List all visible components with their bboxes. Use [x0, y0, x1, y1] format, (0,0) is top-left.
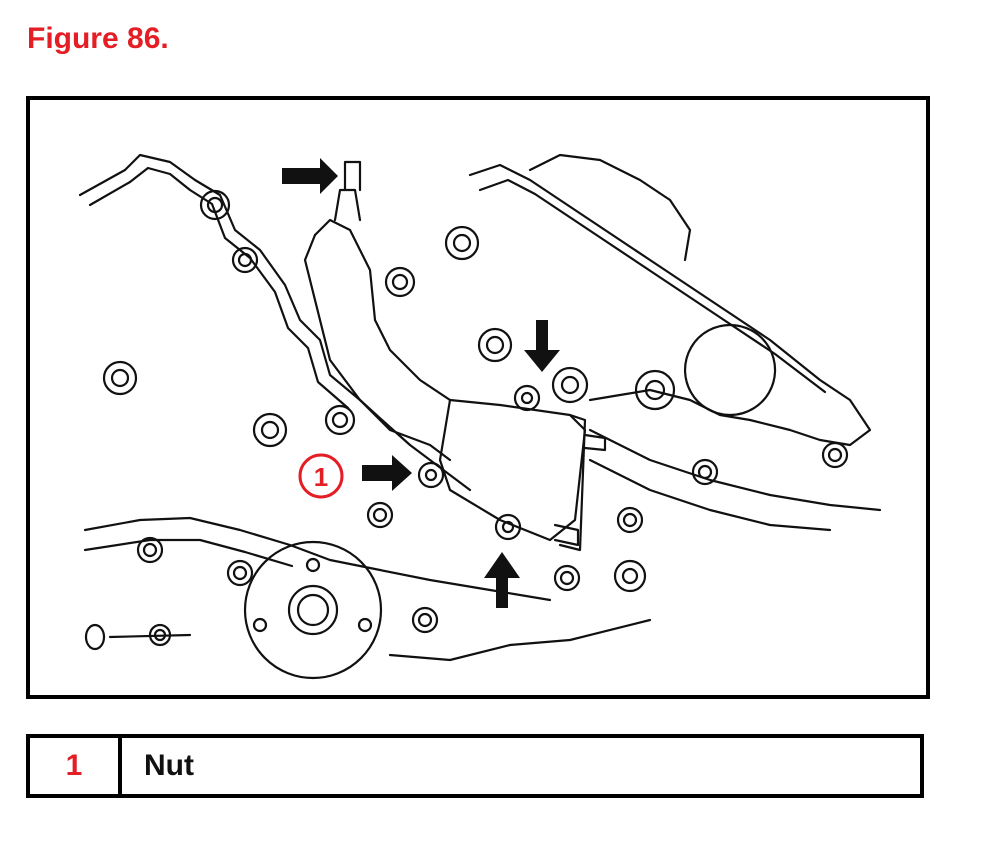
callout-circle-icon — [298, 453, 344, 499]
pump-pulley-outer — [243, 540, 383, 680]
diagram-frame: 1 — [26, 96, 930, 699]
pump-pulley-inner — [296, 593, 330, 627]
arrow-icon — [282, 158, 338, 194]
lower-edge — [83, 516, 552, 602]
pipe-fitting-top — [343, 160, 362, 192]
bottom-line — [108, 633, 192, 639]
left-cover-outline-inner — [88, 166, 350, 410]
housing-body — [438, 398, 587, 542]
pipe-fitting — [333, 188, 362, 222]
bolt-heads — [84, 189, 849, 651]
housing-flange — [558, 413, 587, 552]
legend-table: 1 Nut — [26, 734, 924, 798]
left-cover-outline — [78, 153, 472, 492]
coolant-pipe-upper — [313, 218, 452, 402]
pump-pulley-mid — [287, 584, 339, 636]
arrow-icon — [484, 552, 520, 608]
arrow-icon — [524, 320, 560, 372]
stud-right — [583, 433, 607, 452]
stud-lower — [553, 523, 580, 547]
timing-cover-outline — [468, 163, 872, 447]
table-row: 1 Nut — [26, 734, 924, 798]
lower-edge-2 — [83, 538, 294, 568]
arrow-icon — [362, 455, 412, 491]
figure-title: Figure 86. — [27, 22, 169, 55]
right-lower-edge — [588, 428, 882, 512]
timing-cover-inner — [478, 178, 827, 394]
right-lower-edge-2 — [588, 458, 832, 532]
callout-number: 1 — [314, 462, 328, 492]
housing-nuts — [417, 384, 541, 541]
legend-description: Nut — [118, 734, 924, 798]
bottom-line-2 — [388, 618, 652, 662]
engine-diagram: 1 — [78, 153, 882, 680]
legend-number: 1 — [26, 734, 122, 798]
upper-cover — [528, 153, 692, 262]
right-pulley — [683, 323, 777, 417]
coolant-pipe-lower — [303, 233, 452, 462]
